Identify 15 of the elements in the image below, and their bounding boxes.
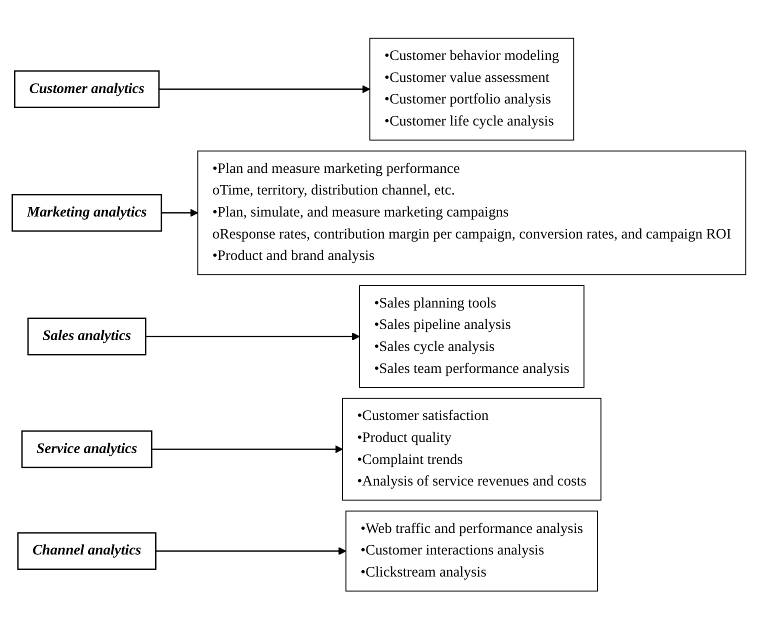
node-box [17, 532, 156, 570]
node-box [12, 194, 162, 232]
arrow [158, 86, 370, 94]
arrow [146, 332, 360, 341]
arrow [152, 446, 343, 454]
node-box [197, 150, 746, 276]
node-box [359, 285, 584, 388]
node-box [369, 38, 574, 141]
node-box [345, 510, 598, 592]
arrow [161, 209, 198, 218]
node-box [27, 318, 146, 356]
node-box [21, 430, 152, 468]
node-box [14, 70, 160, 108]
arrow [156, 547, 346, 556]
node-box [342, 398, 602, 501]
